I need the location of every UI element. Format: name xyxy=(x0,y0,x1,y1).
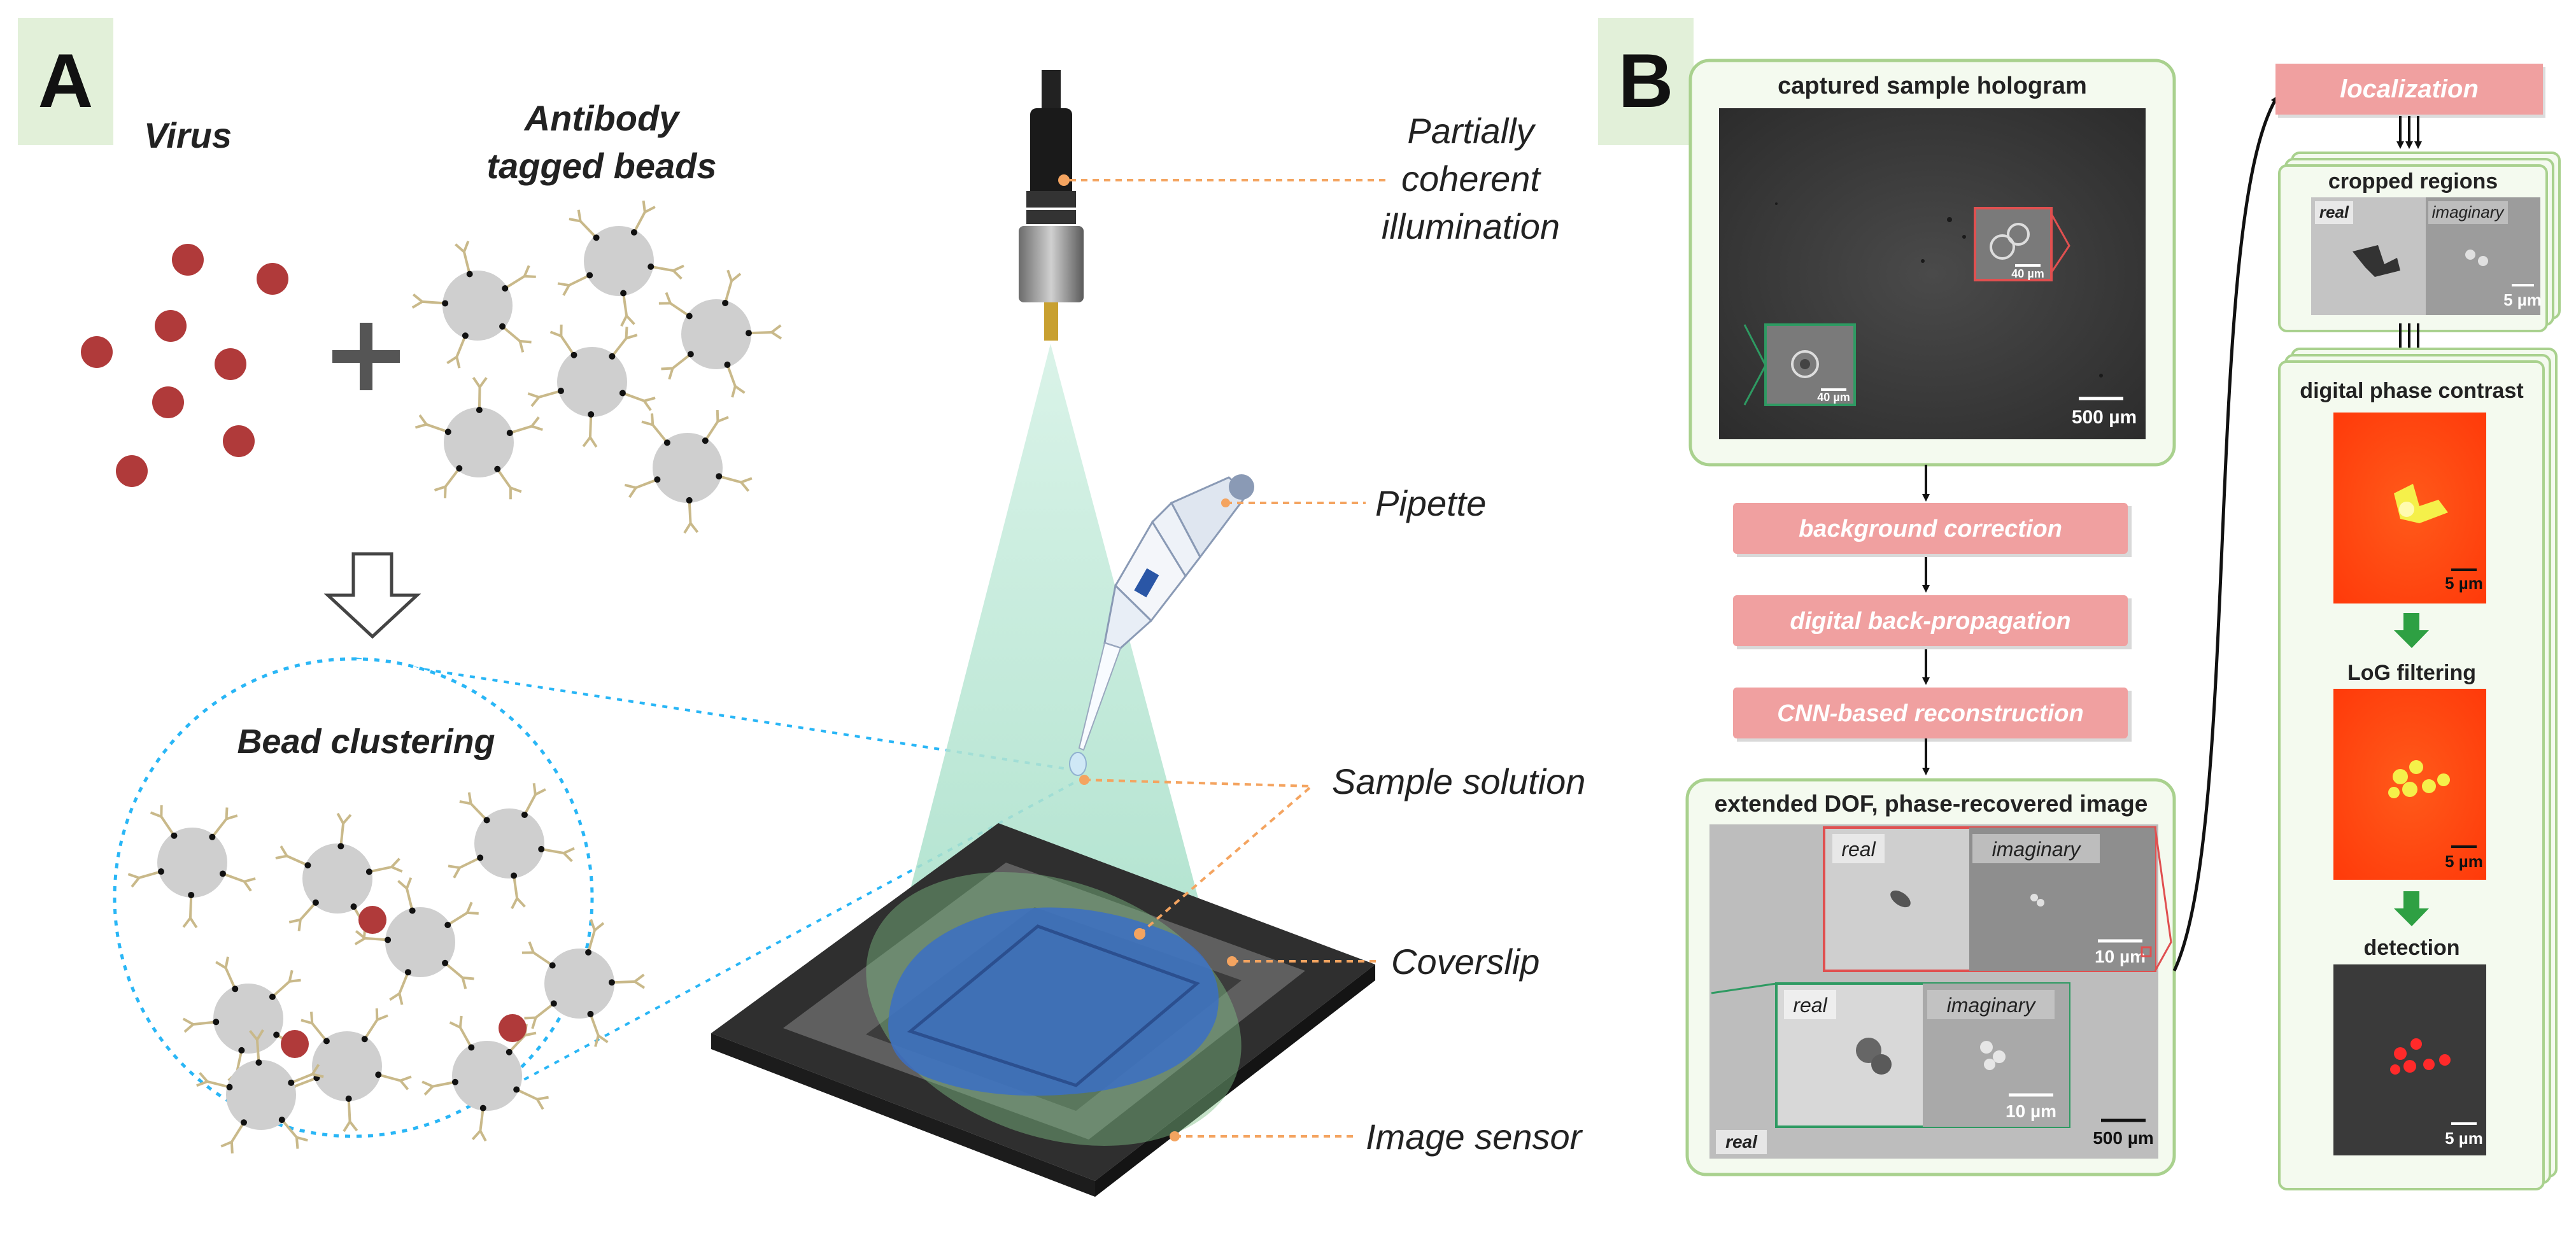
antibody-bead xyxy=(527,324,656,448)
clustered-beads xyxy=(127,783,646,1154)
antibody-bead xyxy=(411,241,536,369)
panel-a-letter: A xyxy=(38,38,94,123)
green-arrow-1 xyxy=(2394,613,2429,648)
panel-a: A Virus Antibody tagged beads Be xyxy=(18,18,1077,1154)
log-title: LoG filtering xyxy=(2347,661,2476,685)
hologram-red-pointer xyxy=(2050,213,2070,273)
recovered-title: extended DOF, phase-recovered image xyxy=(1715,791,2148,817)
localization-label: localization xyxy=(2340,75,2479,103)
antibody-bead xyxy=(448,783,575,910)
pipette-label: Pipette xyxy=(1375,483,1486,523)
virus-particles xyxy=(81,244,288,487)
hologram-green-inset xyxy=(1764,323,1856,406)
image-sensor-label: Image sensor xyxy=(1366,1117,1583,1157)
hologram-scale: 500 µm xyxy=(2072,407,2137,428)
antibody-bead xyxy=(182,956,308,1084)
cropped-scale: 5 µm xyxy=(2503,290,2542,309)
processing-steps: background correction digital back-propag… xyxy=(1733,503,2132,742)
processing-step: digital back-propagation xyxy=(1733,595,2132,649)
antibody-bead xyxy=(624,409,753,534)
flow-arrow-to-localization xyxy=(2172,95,2279,972)
pipette-icon xyxy=(1069,474,1254,776)
down-arrow-icon xyxy=(323,552,421,639)
plus-icon xyxy=(332,323,400,390)
cropped-title: cropped regions xyxy=(2328,169,2498,194)
processing-step-label: CNN-based reconstruction xyxy=(1777,700,2083,727)
processing-step-label: background correction xyxy=(1799,516,2062,542)
bound-virus xyxy=(499,1014,527,1042)
recovered-red-imag: imaginary xyxy=(1992,838,2082,861)
callout-leaders xyxy=(1070,179,1388,1138)
panel-b: B captured sample hologram 40 µm 40 µm 5… xyxy=(1598,18,2561,1190)
cropped-real-label: real xyxy=(2319,202,2349,222)
beads-label-line2: tagged beads xyxy=(487,146,717,186)
bound-virus xyxy=(358,906,386,934)
antibody-bead xyxy=(414,376,543,500)
bound-virus xyxy=(281,1030,309,1058)
recovered-red-scale: 10 µm xyxy=(2095,947,2146,966)
antibody-bead xyxy=(658,269,782,398)
dpc-scale: 5 µm xyxy=(2445,574,2483,593)
recovered-green-real: real xyxy=(1793,994,1827,1017)
hologram-title: captured sample hologram xyxy=(1778,73,2087,99)
panel-b-letter: B xyxy=(1618,38,1674,123)
processing-step: CNN-based reconstruction xyxy=(1733,688,2132,742)
recovered-green-imag: imaginary xyxy=(1947,994,2037,1017)
detection-scale: 5 µm xyxy=(2445,1129,2483,1148)
recovered-real-corner: real xyxy=(1725,1132,1758,1152)
image-sensor-side-left xyxy=(711,1033,1095,1197)
sensor-active-area xyxy=(907,924,1200,1087)
illumination-label-3: illumination xyxy=(1382,206,1560,246)
illumination-label-1: Partially xyxy=(1407,111,1536,151)
antibody-bead xyxy=(557,201,684,327)
illumination-label-2: coherent xyxy=(1401,159,1541,199)
hologram-red-scale: 40 µm xyxy=(2011,267,2044,280)
log-scale: 5 µm xyxy=(2445,852,2483,871)
localization-step xyxy=(2275,64,2543,115)
antibody-bead xyxy=(283,1008,412,1133)
antibody-bead xyxy=(521,919,646,1047)
recovered-green-scale: 10 µm xyxy=(2006,1101,2056,1121)
detection-title: detection xyxy=(2363,936,2459,960)
antibody-bead xyxy=(196,1029,324,1154)
panel-a-letter-bg xyxy=(18,18,113,145)
dpc-title: digital phase contrast xyxy=(2300,379,2523,403)
panel-b-letter-bg xyxy=(1598,18,1694,145)
zoom-line-bottom xyxy=(483,780,1077,1103)
bead-clustering-label: Bead clustering xyxy=(237,723,495,761)
recovered-red-real: real xyxy=(1841,838,1876,861)
processing-step: background correction xyxy=(1733,503,2132,557)
light-source-marker xyxy=(1058,174,1070,186)
hologram-green-scale: 40 µm xyxy=(1817,391,1850,404)
setup-illustration: Partially coherent illumination Pipette … xyxy=(711,70,1585,1197)
processing-step-label: digital back-propagation xyxy=(1790,608,2070,635)
antibody-bead xyxy=(354,877,479,1005)
recovered-scale: 500 µm xyxy=(2093,1128,2154,1148)
light-source-connector xyxy=(1019,226,1084,302)
light-source-cable xyxy=(1042,70,1061,108)
sample-solution-label: Sample solution xyxy=(1332,761,1585,801)
cropped-imag-label: imaginary xyxy=(2432,202,2505,222)
image-sensor-side-right xyxy=(1095,964,1375,1197)
coverslip-label: Coverslip xyxy=(1391,942,1539,982)
antibody-beads xyxy=(411,201,782,534)
antibody-bead xyxy=(127,805,256,929)
light-source-tip xyxy=(1044,302,1058,341)
virus-label: Virus xyxy=(144,115,232,155)
green-arrow-2 xyxy=(2394,891,2429,926)
sample-solution xyxy=(888,907,1219,1096)
light-source-body xyxy=(1030,108,1072,204)
beads-label-line1: Antibody xyxy=(523,98,681,138)
